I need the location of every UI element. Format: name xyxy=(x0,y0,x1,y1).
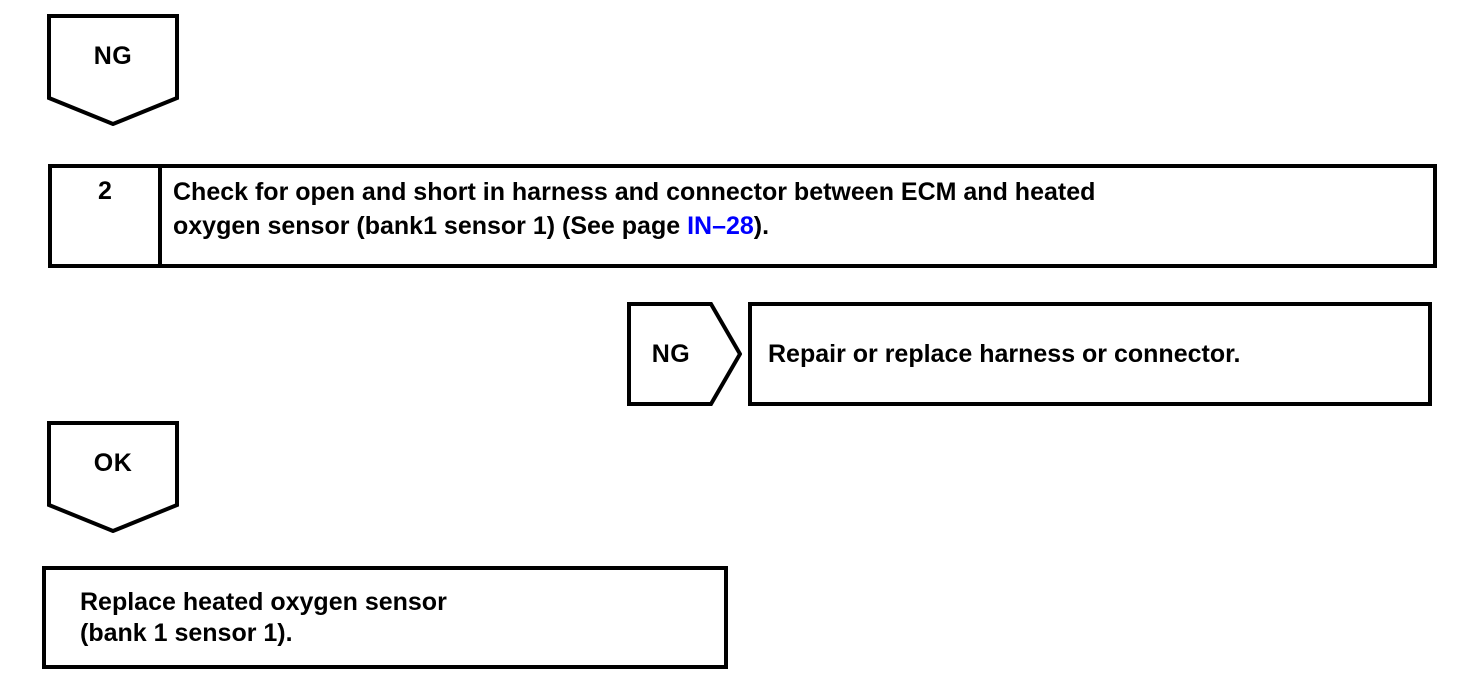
step-box: 2 Check for open and short in harness an… xyxy=(48,164,1437,268)
right-pentagon-shape xyxy=(627,302,742,406)
step-number: 2 xyxy=(52,168,162,264)
down-tab-shape xyxy=(47,14,179,126)
step-instruction-line-2: oxygen sensor (bank1 sensor 1) (See page… xyxy=(173,209,1423,243)
ng-flag-top: NG xyxy=(47,14,179,126)
ok-flag: OK xyxy=(47,421,179,533)
ng-branch-label: NG xyxy=(651,339,691,368)
repair-action-text: Repair or replace harness or connector. xyxy=(768,339,1241,368)
result-box: Replace heated oxygen sensor (bank 1 sen… xyxy=(42,566,728,669)
step-instruction-line-1: Check for open and short in harness and … xyxy=(173,178,1096,206)
result-line-2: (bank 1 sensor 1). xyxy=(80,618,293,647)
step-instruction-line-2-suffix: ). xyxy=(753,212,770,240)
step-instruction-line-2-prefix: oxygen sensor (bank1 sensor 1) (See page xyxy=(173,212,688,240)
result-line-1: Replace heated oxygen sensor xyxy=(80,587,447,616)
step-instruction: Check for open and short in harness and … xyxy=(162,168,1433,264)
ng-flag-top-label: NG xyxy=(93,41,133,70)
ng-branch-pentagon: NG xyxy=(627,302,742,406)
down-tab-shape xyxy=(47,421,179,533)
page-link-in-28[interactable]: IN–28 xyxy=(687,212,754,240)
ok-flag-label: OK xyxy=(93,448,133,477)
repair-action-box: Repair or replace harness or connector. xyxy=(748,302,1432,406)
